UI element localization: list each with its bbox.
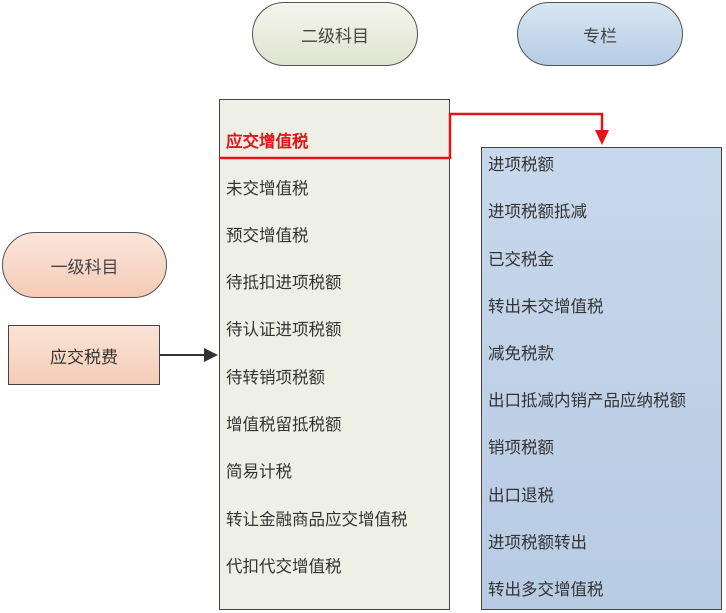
secondary-item: 待转销项税额 xyxy=(226,368,325,387)
column-item: 转出多交增值税 xyxy=(488,580,604,599)
column-item: 进项税额 xyxy=(488,155,554,174)
secondary-item: 增值税留抵税额 xyxy=(226,415,342,434)
primary-to-secondary-arrow xyxy=(160,348,218,362)
secondary-item: 未交增值税 xyxy=(226,179,309,198)
header-secondary-account: 二级科目 xyxy=(252,2,418,66)
column-item: 出口抵减内销产品应纳税额 xyxy=(488,391,686,410)
secondary-item: 应交增值税 xyxy=(226,132,309,151)
secondary-item: 待认证进项税额 xyxy=(226,320,342,339)
column-item: 减免税款 xyxy=(488,344,554,363)
secondary-item: 转让金融商品应交增值税 xyxy=(226,510,408,529)
column-item: 转出未交增值税 xyxy=(488,297,604,316)
primary-account-box: 应交税费 xyxy=(8,325,160,385)
column-item: 进项税额转出 xyxy=(488,533,587,552)
column-item: 销项税额 xyxy=(488,438,554,457)
highlight-arrow xyxy=(219,112,609,160)
secondary-item: 预交增值税 xyxy=(226,226,309,245)
column-item: 进项税额抵减 xyxy=(488,202,587,221)
columns-list: 进项税额 进项税额抵减 已交税金 转出未交增值税 减免税款 出口抵减内销产品应纳… xyxy=(481,147,722,610)
secondary-item: 代扣代交增值税 xyxy=(226,557,342,576)
header-column: 专栏 xyxy=(517,2,683,66)
column-item: 出口退税 xyxy=(488,486,554,505)
secondary-item: 简易计税 xyxy=(226,462,292,481)
column-item: 已交税金 xyxy=(488,250,554,269)
secondary-accounts-list: 应交增值税 未交增值税 预交增值税 待抵扣进项税额 待认证进项税额 待转销项税额… xyxy=(219,99,450,610)
header-primary-account: 一级科目 xyxy=(2,232,167,298)
secondary-item: 待抵扣进项税额 xyxy=(226,273,342,292)
